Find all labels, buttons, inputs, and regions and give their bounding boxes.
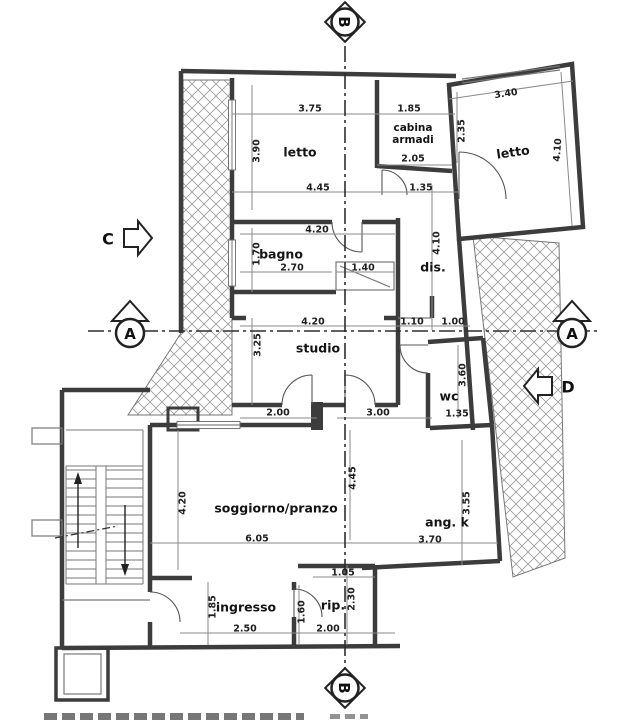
dimension-label: 1.35	[409, 182, 433, 194]
room-label: dis.	[420, 259, 446, 275]
dimension-label: 4.20	[301, 316, 325, 328]
dimension-label: 1.60	[296, 600, 308, 624]
staircase	[54, 429, 144, 585]
dimension-label: 1.70	[251, 242, 263, 266]
room-label: letto	[283, 144, 317, 160]
dimension-label: 1.85	[207, 595, 219, 619]
dimension-label: 2.35	[456, 119, 468, 143]
arrow-right-icon	[123, 218, 154, 258]
cutoff-caption-fragment	[44, 713, 304, 720]
room-label: rip.	[320, 597, 346, 613]
dimension-lines	[150, 71, 574, 645]
dimension-label: 4.10	[551, 137, 565, 163]
room-label: ang. k	[425, 514, 469, 530]
marker-b-top-label: B	[335, 16, 353, 27]
view-d-label: D	[561, 378, 574, 397]
section-marker-b-bottom: B	[323, 666, 367, 710]
arrow-left-icon	[522, 366, 553, 406]
marker-b-bottom-label: B	[335, 682, 353, 693]
dimension-label: 4.45	[306, 182, 330, 194]
view-c-label: C	[102, 230, 114, 249]
room-label: ingresso	[215, 599, 277, 615]
dimension-label: 1.35	[445, 408, 469, 420]
dimension-label: 3.70	[418, 534, 442, 546]
dimension-label: 4.45	[347, 466, 359, 490]
dimension-label: 1.40	[351, 262, 375, 274]
dimension-label: 2.05	[401, 153, 425, 165]
dimension-label: 4.20	[177, 491, 189, 515]
thin-lines	[31, 65, 561, 695]
windows	[176, 99, 241, 429]
dimension-label: 3.55	[461, 491, 473, 515]
room-label: wc	[439, 388, 459, 404]
dimension-label: 4.20	[305, 224, 329, 236]
dimension-label: 4.10	[431, 231, 443, 255]
dimension-label: 2.50	[233, 623, 257, 635]
dimension-label: 2.00	[266, 407, 290, 419]
dimension-label: 3.75	[298, 103, 322, 115]
dimension-label: 3.60	[457, 363, 469, 387]
cutoff-caption-fragment-2	[330, 714, 368, 719]
dimension-label: 3.00	[366, 407, 390, 419]
dimension-label: 3.25	[252, 333, 264, 357]
marker-a-left-label: A	[124, 325, 136, 343]
door-swings	[149, 151, 507, 623]
dimension-label: 1.85	[397, 103, 421, 115]
section-marker-b-top: B	[323, 0, 367, 44]
section-lines	[88, 46, 600, 672]
room-label: bagno	[259, 246, 303, 262]
section-marker-a-left: A	[109, 299, 151, 349]
dimension-label: 1.10	[400, 316, 424, 328]
dimension-label: 2.30	[346, 587, 358, 611]
room-label: cabina armadi	[392, 121, 434, 146]
dimension-label: 2.70	[280, 262, 304, 274]
dimension-label: 6.05	[245, 533, 269, 545]
marker-a-right-label: A	[566, 325, 578, 343]
view-arrow-c: C	[102, 218, 154, 258]
view-arrow-d: D	[522, 366, 575, 406]
walls	[54, 61, 586, 702]
room-label: soggiorno/pranzo	[214, 500, 338, 516]
dimension-label: 1.00	[441, 316, 465, 328]
room-label: studio	[295, 340, 341, 356]
dimension-label: 2.00	[316, 623, 340, 635]
dimension-label: 3.90	[251, 139, 263, 163]
section-marker-a-right: A	[551, 299, 593, 349]
dimension-label: 1.05	[331, 567, 355, 579]
